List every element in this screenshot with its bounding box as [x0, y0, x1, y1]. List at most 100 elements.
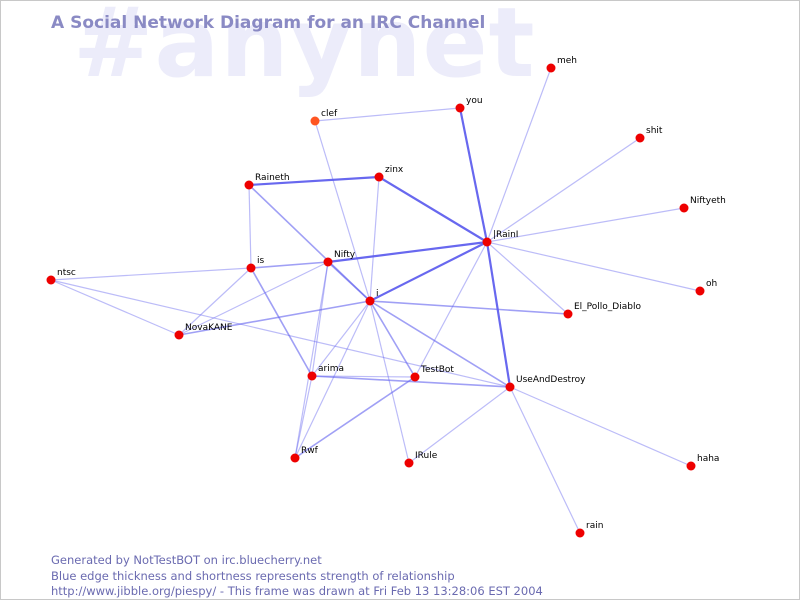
node-dot	[374, 172, 384, 182]
edge-i-NovaKANE	[178, 300, 371, 336]
edge-arima-UseAndDestroy	[311, 375, 511, 388]
node-Rwf: Rwf	[290, 446, 319, 463]
node-dot	[635, 133, 645, 143]
node-dot	[455, 103, 465, 113]
node-zinx: zinx	[374, 165, 404, 182]
node-IRainI: |RainI	[482, 230, 518, 247]
footer: Generated by NotTestBOT on irc.bluecherr…	[51, 553, 543, 599]
node-label: TestBot	[420, 365, 454, 375]
node-oh: oh	[695, 279, 717, 296]
node-label: Raineth	[255, 173, 290, 183]
node-dot	[404, 458, 414, 468]
node-label: oh	[706, 279, 717, 289]
edge-TestBot-Rwf	[294, 376, 416, 459]
node-dot	[686, 461, 696, 471]
node-dot	[563, 309, 573, 319]
edge-i-arima	[311, 300, 371, 377]
footer-legend-note: Blue edge thickness and shortness repres…	[51, 568, 455, 583]
node-dot	[575, 528, 585, 538]
edge-arima-Rwf	[294, 375, 313, 459]
node-dot	[365, 296, 375, 306]
node-label: clef	[321, 109, 338, 119]
node-label: El_Pollo_Diablo	[574, 302, 641, 312]
edge-you-clef	[314, 107, 461, 122]
node-TestBot: TestBot	[410, 365, 454, 382]
edge-i-UseAndDestroy	[369, 300, 511, 388]
node-dot	[482, 237, 492, 247]
node-dot	[290, 453, 300, 463]
node-label: haha	[697, 454, 719, 464]
edge-UseAndDestroy-rain	[509, 386, 581, 534]
node-label: Nifty	[334, 250, 356, 260]
edge-is-ntsc	[50, 267, 252, 281]
edge-is-NovaKANE	[178, 267, 252, 336]
edge-i-TestBot	[369, 300, 416, 378]
node-dot	[46, 275, 56, 285]
node-dot	[174, 330, 184, 340]
node-Raineth: Raineth	[244, 173, 290, 190]
node-dot	[246, 263, 256, 273]
edge-ntsc-UseAndDestroy	[50, 279, 511, 388]
diagram-title: A Social Network Diagram for an IRC Chan…	[51, 13, 486, 33]
node-label: arima	[318, 364, 344, 374]
edge-Niftyeth-IRainI	[486, 207, 685, 243]
edge-UseAndDestroy-IRule	[408, 386, 511, 464]
node-IRule: IRule	[404, 451, 438, 468]
edge-meh-IRainI	[486, 67, 552, 243]
node-dot	[323, 257, 333, 267]
node-El_Pollo_Diablo: El_Pollo_Diablo	[563, 302, 641, 319]
node-label: shit	[646, 126, 663, 136]
node-dot	[546, 63, 556, 73]
node-dot	[244, 180, 254, 190]
edge-ntsc-NovaKANE	[50, 279, 180, 336]
node-shit: shit	[635, 126, 663, 143]
node-clef: clef	[310, 109, 338, 126]
edge-i-El_Pollo_Diablo	[369, 300, 569, 315]
node-label: Niftyeth	[690, 196, 726, 206]
edge-Nifty-is	[250, 261, 329, 269]
edge-zinx-i	[369, 176, 380, 302]
node-label: IRule	[415, 451, 438, 461]
node-dot	[695, 286, 705, 296]
node-label: meh	[557, 56, 577, 66]
edge-El_Pollo_Diablo-IRainI	[486, 241, 569, 315]
edge-shit-IRainI	[486, 137, 641, 243]
edge-Nifty-arima	[311, 261, 329, 377]
footer-generated-by: Generated by NotTestBOT on irc.bluecherr…	[51, 553, 322, 567]
node-Nifty: Nifty	[323, 250, 356, 267]
footer-url-timestamp: http://www.jibble.org/piespy/ - This fra…	[51, 584, 543, 598]
edge-Nifty-i	[327, 261, 371, 302]
edge-you-IRainI	[458, 107, 489, 243]
node-i: i	[365, 289, 379, 306]
node-you: you	[455, 96, 483, 113]
edge-is-arima	[250, 267, 313, 377]
node-label: |RainI	[493, 230, 518, 240]
node-UseAndDestroy: UseAndDestroy	[505, 375, 586, 392]
node-dot	[505, 382, 515, 392]
edge-Nifty-IRainI	[327, 240, 488, 264]
node-meh: meh	[546, 56, 577, 73]
edge-i-IRainI	[369, 241, 488, 302]
edge-clef-i	[314, 120, 371, 302]
node-label: UseAndDestroy	[516, 375, 586, 385]
node-label: is	[257, 256, 265, 266]
node-label: i	[376, 289, 379, 299]
edge-layer	[50, 67, 701, 534]
node-dot	[310, 116, 320, 126]
node-ntsc: ntsc	[46, 268, 76, 285]
edge-Raineth-zinx	[248, 175, 380, 187]
node-label: you	[466, 96, 483, 106]
edge-i-IRule	[369, 300, 410, 464]
node-haha: haha	[686, 454, 719, 471]
edge-i-Rwf	[294, 300, 371, 459]
channel-watermark: #anynet	[73, 0, 536, 99]
node-dot	[410, 372, 420, 382]
edge-Nifty-Rwf	[294, 261, 329, 459]
node-arima: arima	[307, 364, 344, 381]
node-label: rain	[586, 521, 603, 531]
edge-oh-IRainI	[486, 241, 701, 292]
node-NovaKANE: NovaKANE	[174, 323, 233, 340]
